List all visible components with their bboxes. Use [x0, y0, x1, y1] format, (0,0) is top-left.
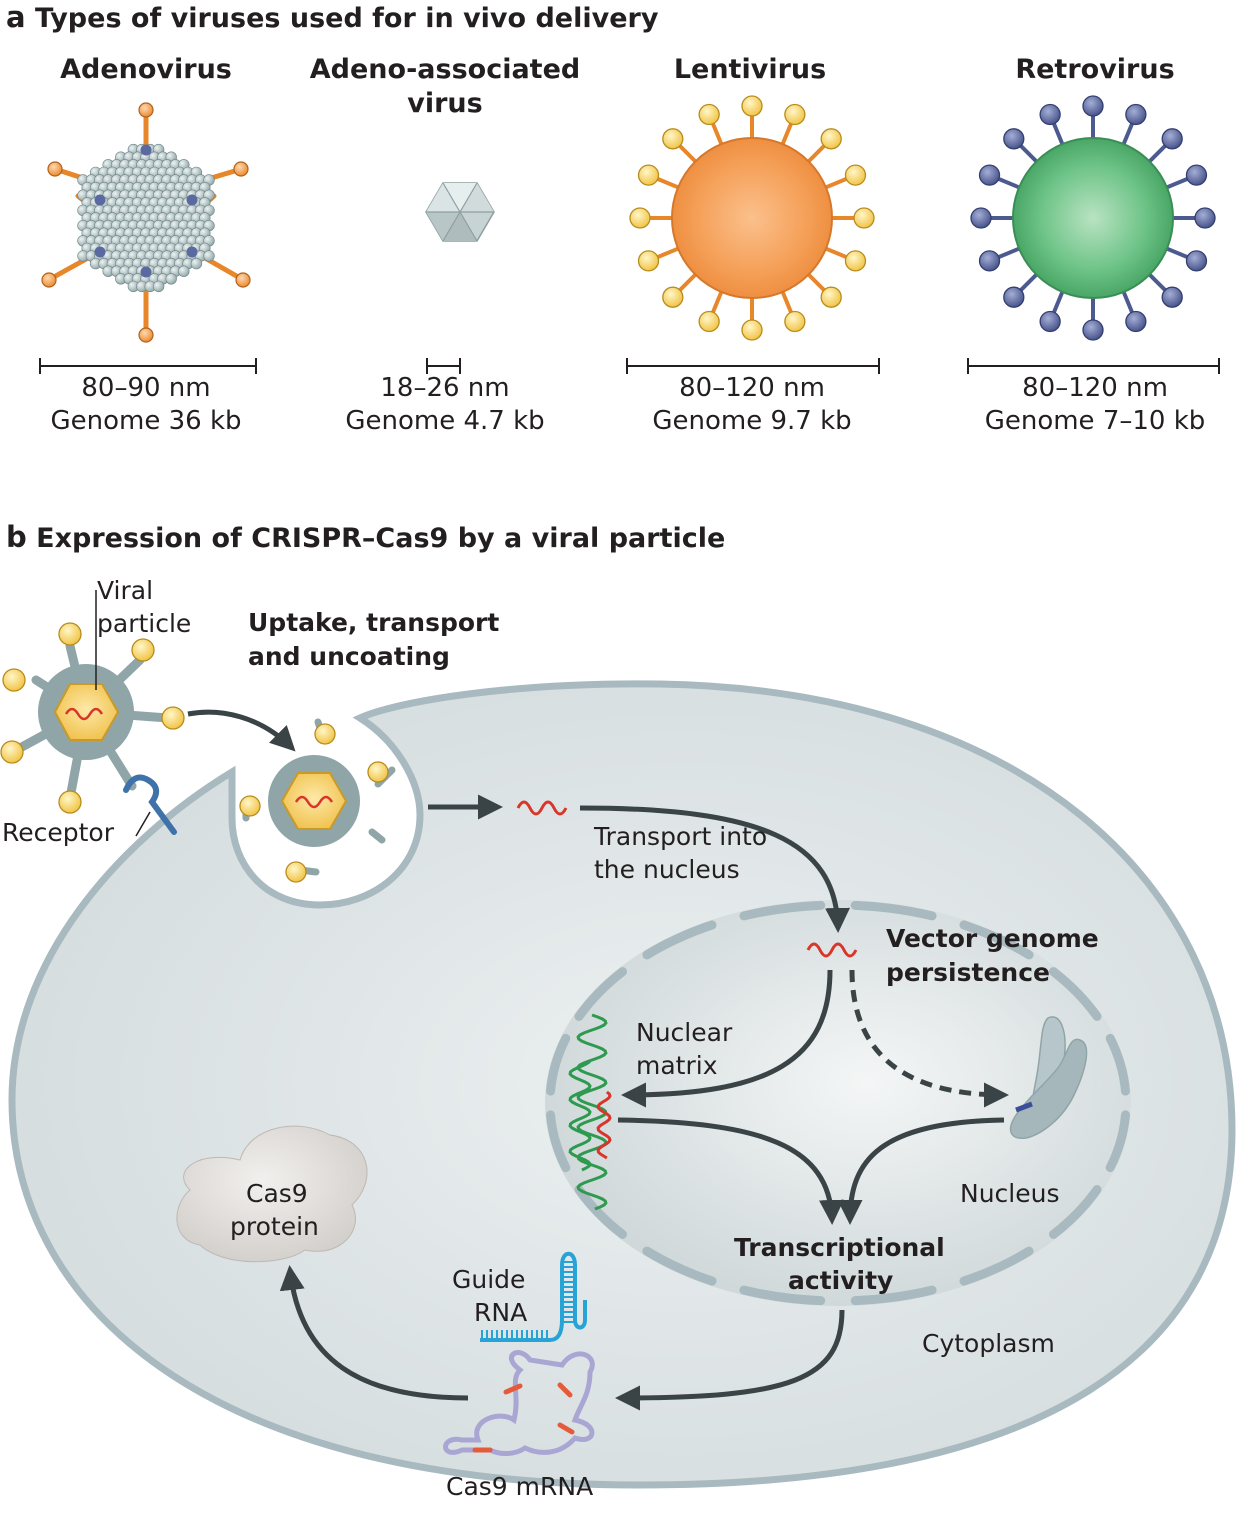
transcription-label-line1: Transcriptional — [734, 1233, 945, 1262]
viral-particle-label-line1: Viral — [97, 576, 154, 605]
receptor-label: Receptor — [2, 818, 114, 847]
viral-particle-label-line2: particle — [97, 609, 192, 638]
aav-size: 18–26 nm — [380, 373, 510, 403]
guide-rna-label-line2: RNA — [474, 1298, 528, 1327]
cas9-protein-label-line2: protein — [230, 1212, 319, 1241]
panel-b-title: b Expression of CRISPR–Cas9 by a viral p… — [6, 520, 725, 554]
virus-name-lentivirus: Lentivirus — [673, 54, 827, 85]
nuclear-matrix-label-line2: matrix — [636, 1051, 718, 1080]
panel-a-letter: a — [6, 0, 26, 34]
panel-a-title: a Types of viruses used for in vivo deli… — [6, 0, 658, 34]
nucleus-label: Nucleus — [960, 1179, 1060, 1208]
persistence-label-line1: Vector genome — [886, 924, 1099, 953]
cytoplasm-label: Cytoplasm — [922, 1329, 1055, 1358]
scale-bars — [39, 358, 1220, 374]
retrovirus-illustration — [970, 95, 1216, 341]
nuclear-matrix-dna — [568, 1013, 612, 1211]
panel-a-title-text: Types of viruses used for in vivo delive… — [34, 3, 659, 34]
virus-name-retrovirus: Retrovirus — [1015, 54, 1175, 85]
cas9-protein-label-line1: Cas9 — [246, 1179, 308, 1208]
receptor — [123, 774, 177, 835]
transcription-label-line2: activity — [788, 1266, 894, 1295]
virus-name-aav-line2: virus — [407, 88, 483, 119]
uptake-label-line1: Uptake, transport — [248, 608, 500, 637]
chromosome — [1009, 1016, 1088, 1139]
cas9-protein — [176, 1125, 368, 1263]
adenovirus-size: 80–90 nm — [81, 373, 211, 403]
panel-b-letter: b — [6, 520, 27, 554]
persistence-label-line2: persistence — [886, 958, 1050, 987]
viral-genome-nucleus — [806, 942, 858, 958]
guide-rna-label-line1: Guide — [452, 1265, 526, 1294]
virus-name-adenovirus: Adenovirus — [60, 54, 232, 85]
retrovirus-genome: Genome 7–10 kb — [984, 406, 1206, 436]
lentivirus-illustration — [629, 95, 875, 341]
nuclear-matrix-label-line1: Nuclear — [636, 1018, 733, 1047]
viral-genome-cytoplasm — [516, 800, 568, 816]
nucleus — [545, 900, 1131, 1306]
lentivirus-size: 80–120 nm — [679, 373, 825, 403]
viral-particle-endosome — [239, 718, 396, 883]
adenovirus-genome: Genome 36 kb — [50, 406, 242, 436]
viral-particle-outside — [0, 622, 185, 814]
cas9-mrna-label: Cas9 mRNA — [446, 1472, 594, 1501]
guide-rna — [480, 1251, 587, 1342]
receptor-leader — [135, 811, 151, 837]
uptake-label-line2: and uncoating — [248, 642, 450, 671]
virus-name-aav-line1: Adeno-associated — [309, 54, 581, 85]
retrovirus-size: 80–120 nm — [1022, 373, 1168, 403]
aav-illustration — [425, 182, 495, 242]
aav-genome: Genome 4.7 kb — [345, 406, 545, 436]
pathway-arrows — [187, 709, 1009, 1411]
cas9-mrna — [443, 1350, 595, 1456]
adenovirus-illustration — [41, 102, 251, 343]
panel-b-title-text: Expression of CRISPR–Cas9 by a viral par… — [36, 523, 726, 554]
lentivirus-genome: Genome 9.7 kb — [652, 406, 852, 436]
transport-label-line2: the nucleus — [594, 855, 740, 884]
transport-label-line1: Transport into — [594, 822, 768, 851]
